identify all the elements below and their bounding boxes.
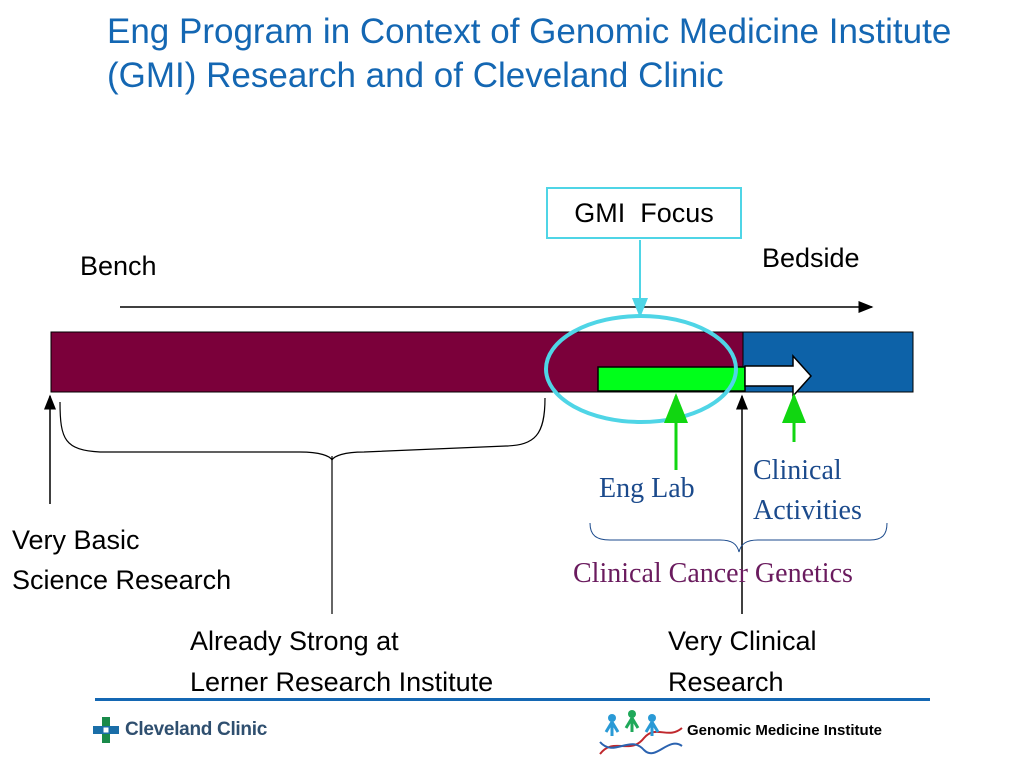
lerner-brace <box>59 397 546 462</box>
very-clinical-label-line1: Very Clinical <box>668 626 817 656</box>
clinical-activities-label-line2: Activities <box>753 495 862 526</box>
clinical-activities-label-line1: Clinical <box>753 455 842 486</box>
clinical-cancer-genetics-label: Clinical Cancer Genetics <box>573 558 853 589</box>
bench-label: Bench <box>80 251 157 281</box>
very-basic-label-line1: Very Basic <box>12 525 140 555</box>
very-clinical-label-line2: Research <box>668 667 784 697</box>
gmi-focus-box: GMI Focus <box>546 187 742 239</box>
white-block-arrow <box>744 354 813 398</box>
footer-divider <box>95 698 930 701</box>
eng-lab-bar <box>597 366 746 392</box>
already-strong-label-line1: Already Strong at <box>190 626 399 656</box>
cancer-genetics-brace <box>589 522 888 553</box>
gmi-dna-logo-icon <box>599 710 683 755</box>
slide-title: Eng Program in Context of Genomic Medici… <box>107 12 952 95</box>
gmi-logo-text: Genomic Medicine Institute <box>687 722 883 739</box>
already-strong-label-line2: Lerner Research Institute <box>190 667 494 697</box>
cleveland-clinic-cross-icon <box>93 717 119 743</box>
cleveland-clinic-logo: Cleveland Clinic <box>93 717 267 743</box>
bedside-label: Bedside <box>762 243 860 273</box>
eng-lab-label: Eng Lab <box>599 473 695 504</box>
cleveland-clinic-text: Cleveland Clinic <box>125 719 267 740</box>
very-basic-label-line2: Science Research <box>12 565 232 595</box>
